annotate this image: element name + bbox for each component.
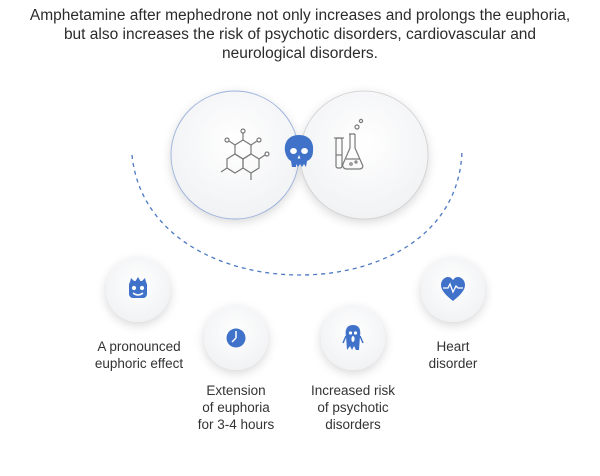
skull-icon [284,135,314,167]
dashed-arc [131,149,463,276]
heart-pulse-icon [441,277,465,301]
effect-bubble-4 [421,258,485,322]
effect-bubble-3 [321,306,385,370]
left-venn-circle [171,91,299,219]
lab-flasks-icon [334,118,364,170]
effect-label-1: A pronounced euphoric effect [94,339,184,371]
diagram-title: Amphetamine after mephedrone not only in… [0,6,600,63]
euphoric-face-icon [129,277,147,298]
venn-circles [170,90,429,220]
title-line-1: Amphetamine after mephedrone not only in… [29,7,571,24]
effect-label-2: Extension of euphoria for 3-4 hours [197,383,275,432]
right-venn-circle [300,91,428,219]
molecule-icon [220,128,270,180]
effect-label-3: Increased risk of psychotic disorders [310,383,396,432]
effect-bubble-2 [204,306,268,370]
effect-label-4: Heart disorder [428,339,478,371]
effect-bubble-1 [106,258,170,322]
screaming-ghost-icon [342,325,364,350]
title-line-3: neurological disorders. [222,45,378,62]
clock-icon [226,328,246,348]
title-line-2: but also increases the risk of psychotic… [63,26,537,43]
